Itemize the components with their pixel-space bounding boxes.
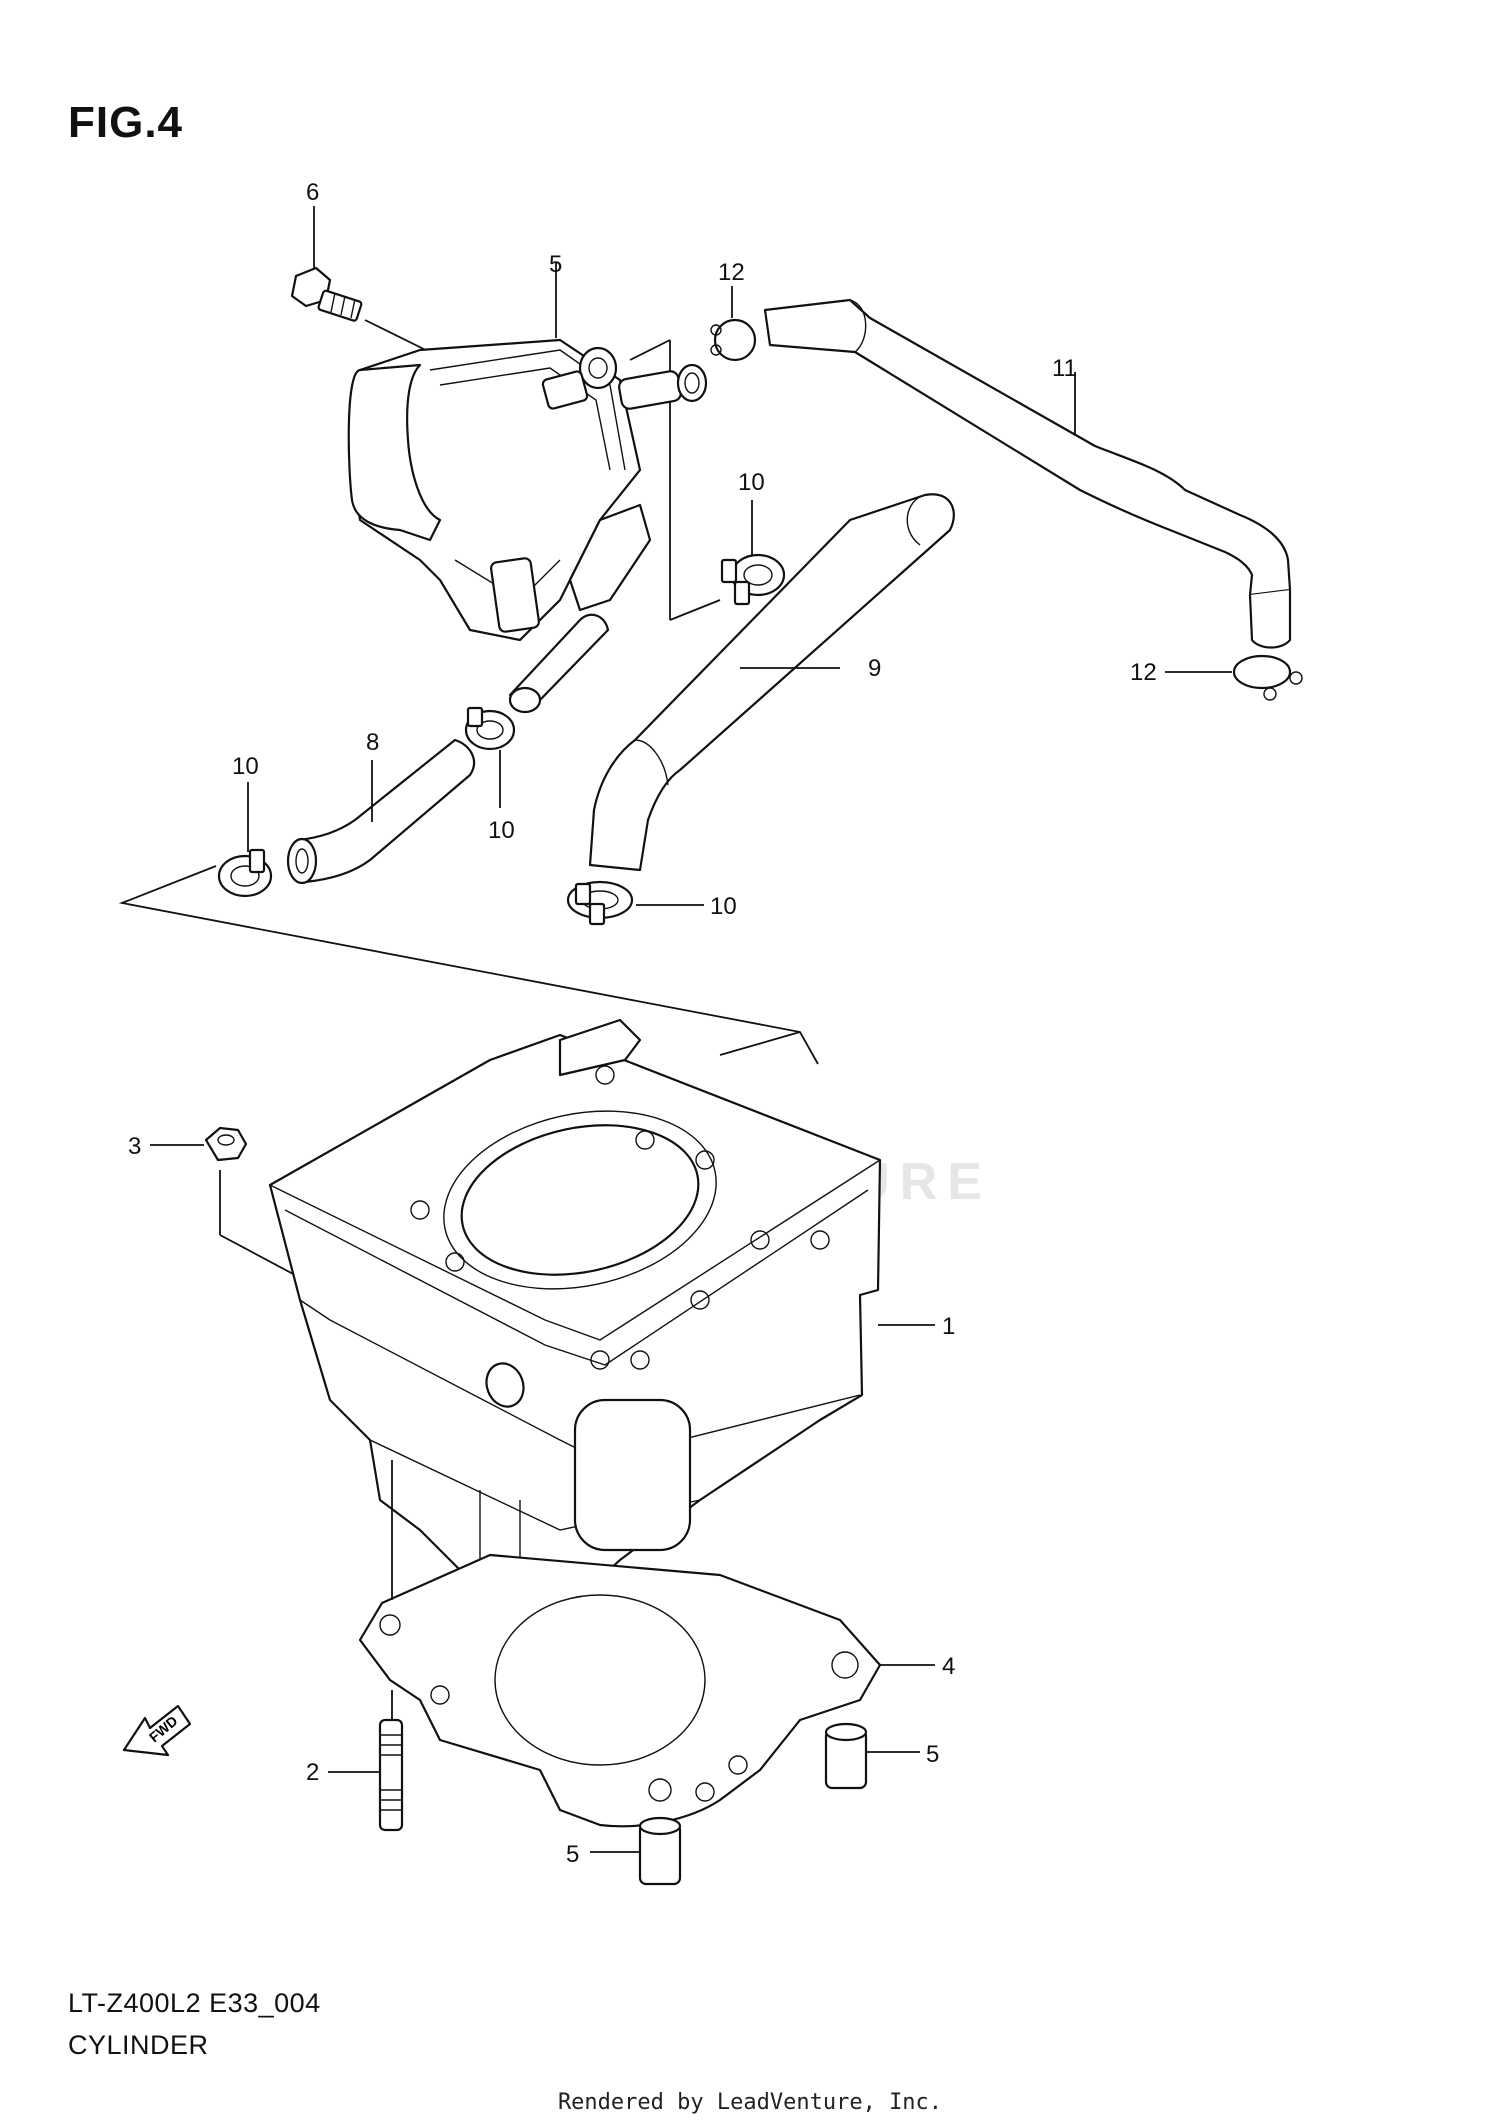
callout-10-left: 10 bbox=[232, 753, 259, 780]
model-code-label: LT-Z400L2 E33_004 bbox=[68, 1988, 321, 2018]
valve-outlet-stub bbox=[618, 363, 708, 410]
callout-2: 2 bbox=[306, 1759, 319, 1786]
hose-part-9[interactable] bbox=[588, 493, 955, 872]
callout-10-upper: 10 bbox=[738, 469, 765, 496]
callout-11: 11 bbox=[1052, 355, 1077, 382]
callout-1: 1 bbox=[942, 1313, 955, 1340]
clamp-part-10-middle[interactable] bbox=[464, 706, 516, 751]
footer-credit: Rendered by LeadVenture, Inc. bbox=[557, 2090, 943, 2115]
clamp-part-10-upper[interactable] bbox=[720, 553, 786, 606]
assembly-name-label: CYLINDER bbox=[68, 2030, 209, 2060]
callout-12-right: 12 bbox=[1130, 659, 1157, 686]
bolt-part-7[interactable] bbox=[290, 266, 363, 322]
air-valve-part-6[interactable] bbox=[347, 338, 652, 642]
clip-part-12-top[interactable] bbox=[710, 318, 757, 362]
figure-title: FIG.4 bbox=[68, 98, 184, 147]
dowel-pin-part-5-bottom[interactable] bbox=[638, 1816, 682, 1886]
clip-part-12-right[interactable] bbox=[1232, 654, 1303, 701]
callout-5-bottom: 5 bbox=[566, 1841, 579, 1868]
stud-bolt-part-2[interactable] bbox=[378, 1718, 404, 1832]
air-hose-part-11[interactable] bbox=[763, 298, 1292, 649]
dowel-pin-part-5-right[interactable] bbox=[824, 1722, 868, 1790]
callout-9: 9 bbox=[868, 655, 881, 682]
callout-3: 3 bbox=[128, 1133, 141, 1160]
gasket-part-4[interactable] bbox=[358, 1553, 882, 1828]
callout-10-middle: 10 bbox=[488, 817, 515, 844]
short-hose-connector bbox=[508, 613, 610, 714]
nut-part-3[interactable] bbox=[204, 1126, 248, 1162]
callout-8: 8 bbox=[366, 729, 379, 756]
callout-4: 4 bbox=[942, 1653, 955, 1680]
clamp-part-10-lower[interactable] bbox=[566, 880, 634, 926]
callout-5-right: 5 bbox=[926, 1741, 939, 1768]
cylinder-part-1[interactable] bbox=[268, 1018, 882, 1593]
callout-7: 6 bbox=[306, 179, 319, 206]
forward-direction-arrow: FWD bbox=[122, 1704, 192, 1757]
callout-10-lower: 10 bbox=[710, 893, 737, 920]
callout-12-top: 12 bbox=[718, 259, 745, 286]
clamp-part-10-left[interactable] bbox=[217, 848, 273, 898]
hose-part-8[interactable] bbox=[286, 738, 476, 885]
callout-6: 5 bbox=[549, 251, 562, 278]
